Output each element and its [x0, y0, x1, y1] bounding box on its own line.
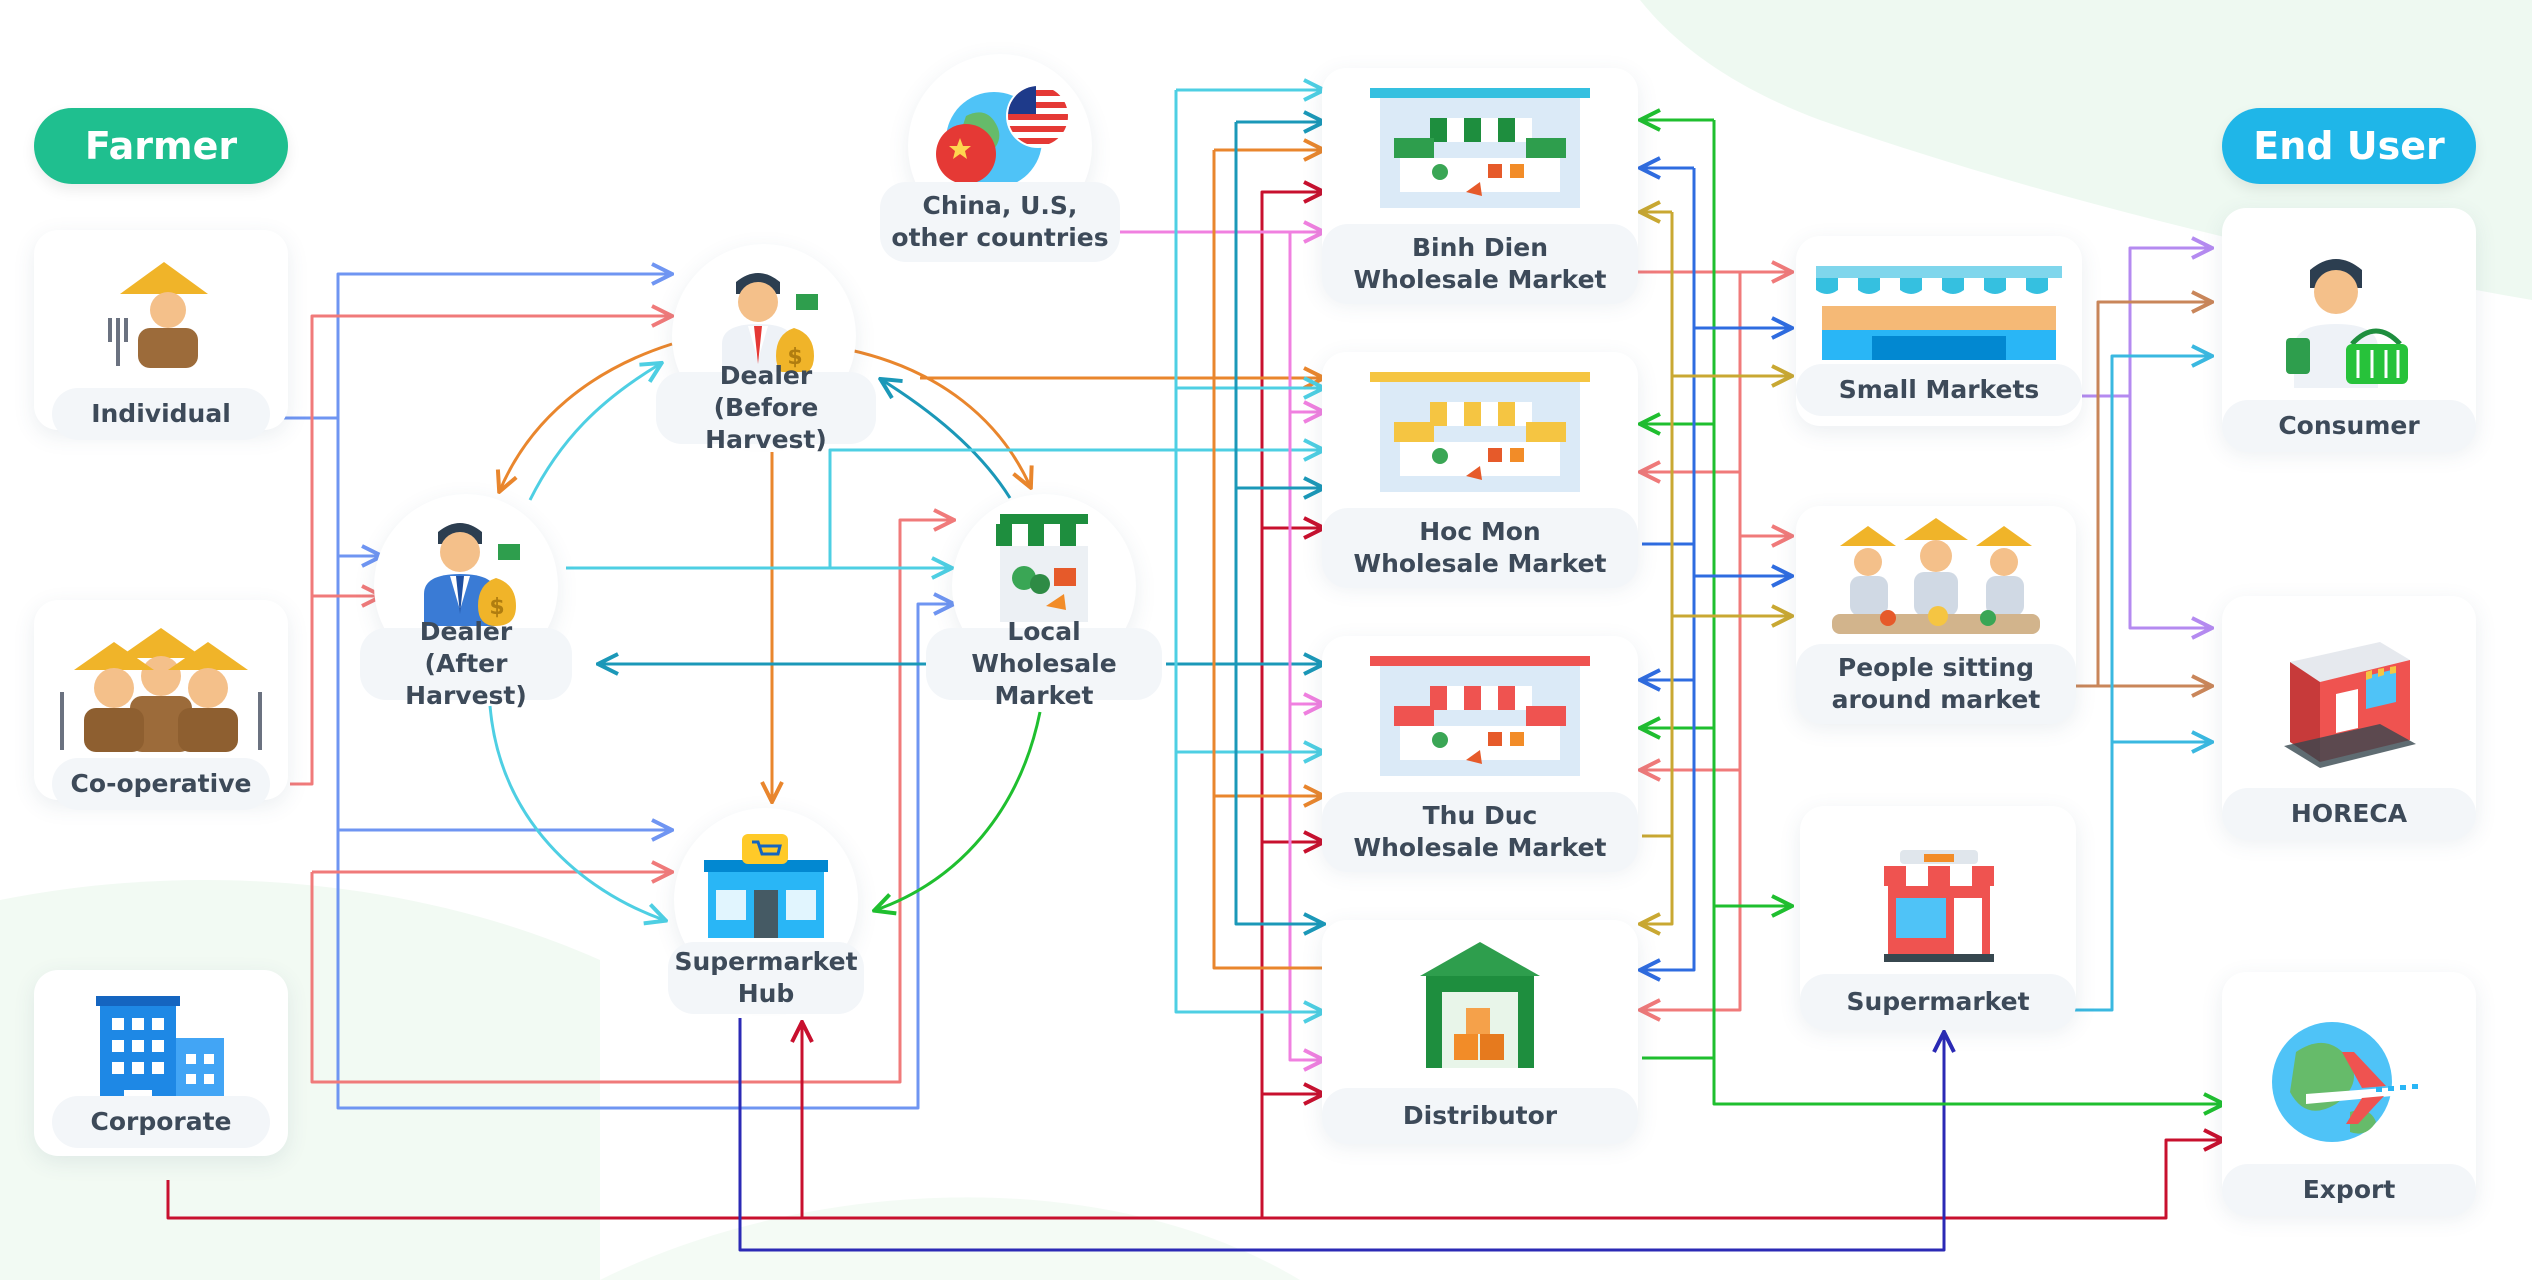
yellow-market-stall-icon: [1370, 372, 1590, 492]
cooperative-label: Co-operative: [52, 758, 270, 810]
flow-arrow-orange-37: [1212, 150, 1322, 970]
corporate-card: Corporate: [34, 970, 288, 1156]
local-wholesale-line1: Local Wholesale: [971, 617, 1117, 678]
hoc-mon-market-card: Hoc Mon Wholesale Market: [1322, 352, 1638, 588]
flow-arrow-orange-16: [849, 348, 1030, 486]
binh-dien-label: Binh Dien Wholesale Market: [1322, 224, 1638, 304]
small-markets-card: Small Markets: [1796, 236, 2082, 426]
small-markets-label: Small Markets: [1796, 364, 2082, 416]
imports-line1: China, U.S,: [922, 191, 1078, 220]
imports-label: China, U.S, other countries: [880, 182, 1120, 262]
horeca-card: HORECA: [2222, 596, 2476, 840]
people-sitting-card: People sitting around market: [1796, 506, 2076, 724]
horeca-building-icon: [2284, 642, 2416, 768]
warehouse-icon: [1420, 942, 1540, 1068]
supermarket-store-icon: [1884, 850, 1994, 962]
flow-arrow-blue-1: [336, 418, 380, 556]
flow-arrow-cyan-22: [828, 450, 1322, 568]
supermarket-retail-label: Supermarket: [1800, 974, 2076, 1030]
supermarket-hub-line2: Hub: [737, 979, 795, 1008]
binh-dien-line2: Wholesale Market: [1353, 265, 1607, 294]
dealer-after-line1: Dealer: [419, 617, 513, 646]
flow-arrow-teal-20: [882, 380, 1012, 499]
consumer-label: Consumer: [2222, 400, 2476, 452]
local-wholesale-line2: Market: [994, 681, 1094, 710]
dealer-before-line1: Dealer: [719, 361, 813, 390]
flow-arrow-green-26: [876, 711, 1042, 910]
distributor-label: Distributor: [1322, 1088, 1638, 1144]
flow-arrow-navy-14: [738, 1018, 1944, 1252]
export-card: Export: [2222, 972, 2476, 1216]
flow-arrow-salmon-4: [290, 316, 670, 786]
flow-arrow-green-50: [1712, 120, 2222, 1104]
flow-arrow-lavender-66: [2076, 248, 2210, 398]
horeca-label: HORECA: [2222, 788, 2476, 840]
hoc-mon-line1: Hoc Mon: [1419, 517, 1541, 546]
flow-arrow-royal-56: [1642, 168, 1696, 970]
green-market-stall-icon: [1370, 88, 1590, 208]
individual-card: Individual: [34, 230, 288, 440]
flow-arrow-lavender-67: [2128, 396, 2210, 628]
binh-dien-market-card: Binh Dien Wholesale Market: [1322, 68, 1638, 304]
flow-arrow-salmon-7: [310, 520, 952, 1084]
flow-arrow-blue-0: [270, 274, 670, 420]
supermarket-hub-icon: [704, 834, 828, 938]
supermarket-retail-card: Supermarket: [1800, 806, 2076, 1030]
small-market-stalls-icon: [1816, 266, 2062, 360]
thu-duc-market-card: Thu Duc Wholesale Market: [1322, 636, 1638, 872]
globe-flags-icon: [936, 84, 1070, 188]
local-wholesale-label: Local Wholesale Market: [926, 617, 1162, 710]
flow-arrow-orange-15: [500, 342, 673, 490]
dealer-before-harvest-label: Dealer (Before Harvest): [656, 361, 876, 454]
flow-arrow-cyan-25: [488, 705, 664, 920]
flow-arrow-cyan-19: [528, 364, 660, 501]
supermarket-hub-label: Supermarket Hub: [668, 942, 864, 1014]
thu-duc-line2: Wholesale Market: [1353, 833, 1607, 862]
flow-arrow-crimson-8: [166, 1140, 2222, 1220]
farmer-person-icon: [108, 262, 208, 368]
people-sitting-line1: People sitting: [1837, 653, 2035, 682]
dealer-before-line2: (Before Harvest): [705, 393, 827, 454]
flow-arrow-cyan-32: [1174, 90, 1322, 1014]
export-label: Export: [2222, 1164, 2476, 1216]
farmer-pill: Farmer: [34, 108, 288, 184]
flow-arrow-salmon-45: [1642, 272, 1742, 1010]
dealer-money-bag-icon: $: [722, 273, 818, 376]
people-sitting-label: People sitting around market: [1796, 644, 2076, 724]
individual-label: Individual: [52, 388, 270, 440]
market-stall-icon: [996, 514, 1092, 622]
imports-line2: other countries: [891, 223, 1109, 252]
supermarket-hub-line1: Supermarket: [674, 947, 858, 976]
consumer-card: Consumer: [2222, 208, 2476, 452]
flow-arrow-pink-28: [1288, 232, 1322, 1062]
flow-arrow-blue-3: [336, 604, 952, 1110]
dealer-after-line2: (After Harvest): [405, 649, 527, 710]
flow-arrow-crimson-10: [1260, 192, 1322, 1218]
vendors-icon: [1832, 518, 2040, 634]
plane-globe-icon: [2272, 1022, 2441, 1142]
consumer-basket-icon: [2286, 259, 2408, 388]
thu-duc-line1: Thu Duc: [1422, 801, 1538, 830]
dealer-money-bag-icon: $: [424, 523, 520, 626]
hoc-mon-line2: Wholesale Market: [1353, 549, 1607, 578]
corporate-label: Corporate: [52, 1096, 270, 1148]
distributor-card: Distributor: [1322, 920, 1638, 1144]
cooperative-card: Co-operative: [34, 600, 288, 810]
svg-text:$: $: [787, 345, 802, 370]
people-sitting-line2: around market: [1831, 685, 2041, 714]
flow-arrow-olive-62: [1642, 212, 1674, 924]
flow-arrow-teal-40: [1234, 122, 1322, 926]
cooperative-people-icon: [60, 628, 262, 752]
dealer-after-harvest-label: Dealer (After Harvest): [360, 617, 572, 710]
flow-arrow-sky-70: [2070, 356, 2210, 1012]
thu-duc-label: Thu Duc Wholesale Market: [1322, 792, 1638, 872]
svg-text:$: $: [489, 595, 504, 620]
red-market-stall-icon: [1370, 656, 1590, 776]
binh-dien-line1: Binh Dien: [1412, 233, 1548, 262]
end-user-pill: End User: [2222, 108, 2476, 184]
hoc-mon-label: Hoc Mon Wholesale Market: [1322, 508, 1638, 588]
